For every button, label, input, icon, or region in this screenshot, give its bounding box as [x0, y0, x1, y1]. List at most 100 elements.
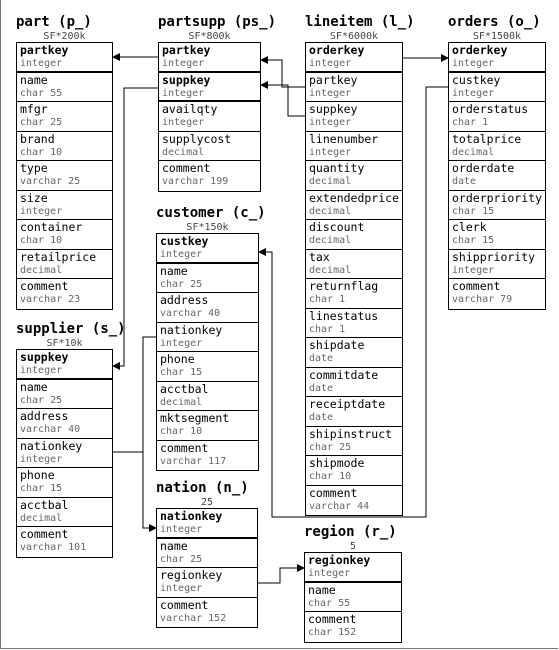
field-type: date [309, 353, 334, 364]
field-name: shipmode [309, 456, 365, 470]
field-name: name [160, 538, 188, 553]
field-name: phone [20, 468, 55, 482]
table-scale: SF*150k [186, 222, 229, 233]
field-name: supplycost [162, 131, 232, 146]
field-name: nationkey [20, 438, 83, 453]
table-title: supplier (s_) [16, 321, 126, 337]
table-scale: SF*800k [188, 31, 231, 42]
field-type: char 1 [309, 294, 346, 305]
field-type: decimal [452, 146, 495, 158]
field-type: integer [160, 524, 203, 535]
field-type: decimal [20, 512, 63, 524]
field-type: decimal [309, 264, 352, 276]
field-type: varchar 199 [162, 176, 229, 187]
field-name: shipdate [309, 338, 365, 352]
field-name: shipinstruct [309, 426, 393, 441]
field-type: varchar 117 [160, 455, 227, 467]
field-name: size [20, 190, 48, 205]
field-name: mktsegment [160, 411, 230, 425]
field-name: phone [160, 352, 195, 366]
field-name: nationkey [160, 509, 223, 523]
table-scale: 5 [349, 541, 357, 552]
field-name: acctbal [160, 381, 209, 396]
field-name: partkey [20, 43, 69, 57]
field-name: nationkey [160, 322, 223, 337]
field-type: integer [162, 117, 205, 128]
field-name: clerk [452, 220, 487, 234]
link-orders-custkey-to-customer [258, 86, 448, 518]
field-type: decimal [309, 205, 352, 217]
field-type: varchar 25 [20, 176, 81, 187]
field-name: linenumber [309, 131, 379, 146]
field-type: integer [452, 87, 495, 99]
field-type: decimal [20, 264, 63, 276]
field-type: char 10 [160, 426, 203, 437]
table-scale: SF*6000k [329, 31, 379, 42]
field-name: orderpriority [452, 190, 543, 205]
field-type: integer [160, 583, 203, 594]
table-title: partsupp (ps_) [158, 14, 277, 30]
link-lineitem-suppkey-to-partsupp [260, 81, 305, 117]
field-type: date [309, 382, 334, 394]
field-type: decimal [160, 396, 203, 408]
field-type: date [452, 176, 477, 187]
field-type: integer [20, 453, 63, 465]
field-type: char 10 [309, 471, 352, 482]
field-name: availqty [162, 102, 218, 116]
table-scale: SF*1500k [472, 31, 522, 42]
field-type: integer [20, 365, 63, 376]
field-type: integer [20, 205, 63, 217]
field-type: char 25 [160, 553, 203, 565]
field-name: totalprice [452, 131, 522, 146]
field-type: varchar 40 [20, 424, 81, 435]
field-name: comment [308, 612, 357, 626]
field-type: integer [309, 87, 352, 99]
table-scale: SF*200k [43, 31, 86, 42]
field-name: custkey [160, 234, 209, 248]
field-name: orderdate [452, 161, 515, 175]
field-name: acctbal [20, 497, 69, 512]
field-type: varchar 23 [20, 294, 81, 305]
field-name: name [20, 72, 48, 87]
link-customer-nationkey-to-nation [142, 336, 156, 512]
field-type: char 152 [308, 627, 357, 638]
field-type: char 15 [452, 235, 495, 246]
field-type: varchar 79 [452, 294, 513, 305]
field-name: quantity [309, 161, 365, 175]
field-name: tax [309, 249, 330, 264]
field-name: suppkey [162, 72, 211, 87]
